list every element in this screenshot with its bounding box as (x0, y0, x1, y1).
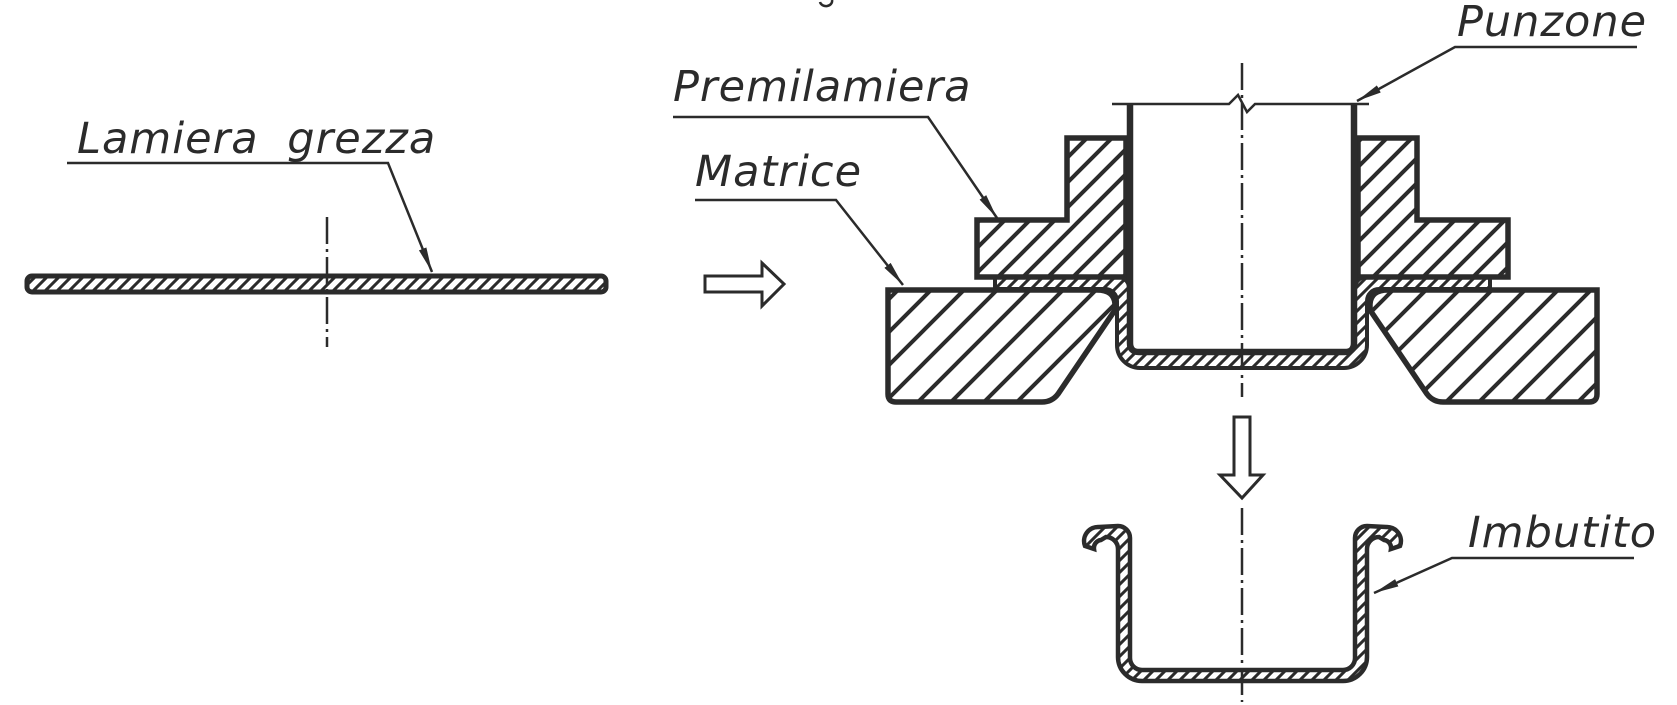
label-die: Matrice (695, 147, 862, 197)
leader-lines (67, 45, 1637, 595)
centerlines (325, 63, 1244, 702)
process-arrow-right-icon (703, 259, 787, 310)
leader-die (695, 198, 904, 286)
blank-holder-right (1355, 135, 1511, 280)
leader-blank-holder (673, 115, 999, 219)
process-arrow-down-icon (1216, 415, 1267, 501)
leader-punch (1356, 45, 1637, 103)
label-drawn-part: Imbutito (1468, 508, 1657, 558)
label-blank-holder: Premilamiera (673, 62, 972, 112)
die-left-block (885, 287, 1118, 405)
die-right-block (1367, 287, 1600, 405)
raw-blank-group (24, 273, 609, 295)
drawn-cup (1081, 523, 1404, 684)
label-punch: Punzone (1457, 0, 1647, 47)
leader-blank (67, 161, 434, 273)
raw-blank-sheet (24, 273, 609, 295)
cropped-text-artifact (818, 0, 834, 8)
leader-drawn-part (1373, 556, 1634, 595)
label-blank: Lamiera grezza (77, 114, 436, 164)
blank-holder-left (974, 135, 1129, 280)
